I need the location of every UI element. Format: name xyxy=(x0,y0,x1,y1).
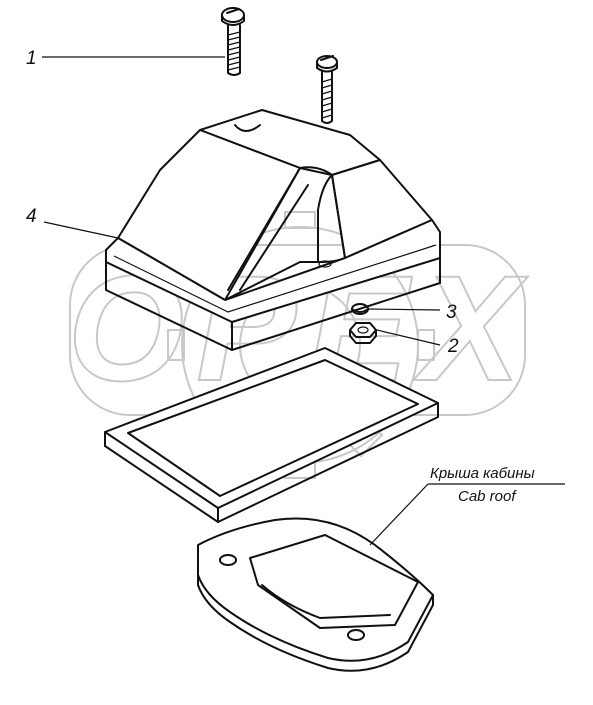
cab-roof-label-en: Cab roof xyxy=(458,488,517,505)
gasket-frame xyxy=(104,347,439,523)
cab-roof-plate xyxy=(197,517,434,672)
leader-lines xyxy=(42,56,565,546)
screw-right xyxy=(316,55,338,124)
lamp-housing xyxy=(105,109,441,351)
cab-roof-label-ru: Крыша кабины xyxy=(430,465,535,482)
hex-nut xyxy=(349,322,377,344)
callout-2: 2 xyxy=(447,336,459,357)
screw-left xyxy=(221,7,245,76)
callout-3: 3 xyxy=(446,302,457,323)
callout-1: 1 xyxy=(26,48,37,69)
callout-4: 4 xyxy=(26,206,37,227)
